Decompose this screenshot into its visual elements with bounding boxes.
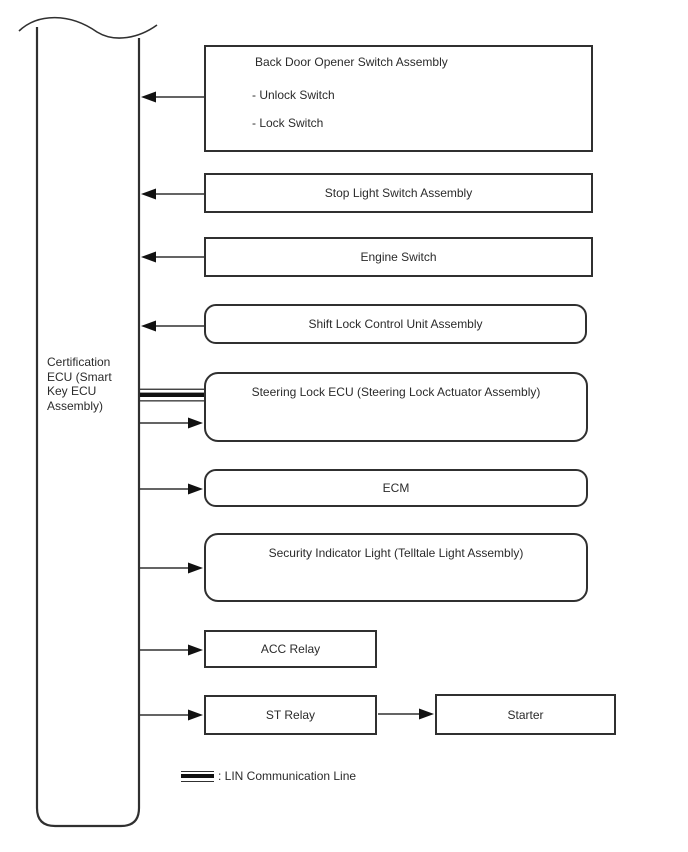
st-relay-label: ST Relay <box>265 708 316 722</box>
node-steering-lock-ecu: Steering Lock ECU (Steering Lock Actuato… <box>204 372 588 442</box>
node-acc-relay: ACC Relay <box>204 630 377 668</box>
security-indicator-label: Security Indicator Light (Telltale Light… <box>268 546 524 560</box>
node-security-indicator-light: Security Indicator Light (Telltale Light… <box>204 533 588 602</box>
back-door-unlock-switch-item: - Unlock Switch <box>252 88 335 102</box>
arrow-ecu-to-acc-relay <box>140 644 203 656</box>
arrow-stop-light-to-ecu <box>141 188 204 200</box>
arrow-shift-lock-to-ecu <box>141 320 204 332</box>
stop-light-label: Stop Light Switch Assembly <box>324 186 473 200</box>
lin-line-icon <box>181 770 214 782</box>
node-starter: Starter <box>435 694 616 735</box>
legend: : LIN Communication Line <box>181 769 356 783</box>
engine-switch-label: Engine Switch <box>360 250 437 264</box>
node-engine-switch: Engine Switch <box>204 237 593 277</box>
arrow-ecu-to-security-indicator <box>140 562 203 574</box>
node-stop-light-switch: Stop Light Switch Assembly <box>204 173 593 213</box>
lin-line-connector <box>140 388 204 402</box>
certification-ecu-label: Certification ECU (Smart Key ECU Assembl… <box>47 355 112 413</box>
arrow-ecu-to-ecm <box>140 483 203 495</box>
steering-lock-label: Steering Lock ECU (Steering Lock Actuato… <box>251 385 541 399</box>
arrow-st-relay-to-starter <box>378 708 434 720</box>
node-shift-lock-control-unit: Shift Lock Control Unit Assembly <box>204 304 587 344</box>
ecu-bar-torn-edge <box>18 16 158 39</box>
arrow-back-door-to-ecu <box>141 91 204 103</box>
node-ecm: ECM <box>204 469 588 507</box>
acc-relay-label: ACC Relay <box>260 642 321 656</box>
arrow-ecu-to-st-relay <box>140 709 203 721</box>
back-door-lock-switch-item: - Lock Switch <box>252 116 324 130</box>
back-door-title: Back Door Opener Switch Assembly <box>255 55 448 69</box>
arrow-ecu-to-steering-lock <box>140 417 203 429</box>
arrow-engine-switch-to-ecu <box>141 251 204 263</box>
node-back-door-opener-switch: Back Door Opener Switch Assembly - Unloc… <box>204 45 593 152</box>
ecu-bar-outline <box>35 27 141 828</box>
node-st-relay: ST Relay <box>204 695 377 735</box>
shift-lock-label: Shift Lock Control Unit Assembly <box>308 317 483 331</box>
lin-legend-label: : LIN Communication Line <box>218 769 357 783</box>
ecm-label: ECM <box>382 481 410 495</box>
starter-label: Starter <box>507 707 544 722</box>
